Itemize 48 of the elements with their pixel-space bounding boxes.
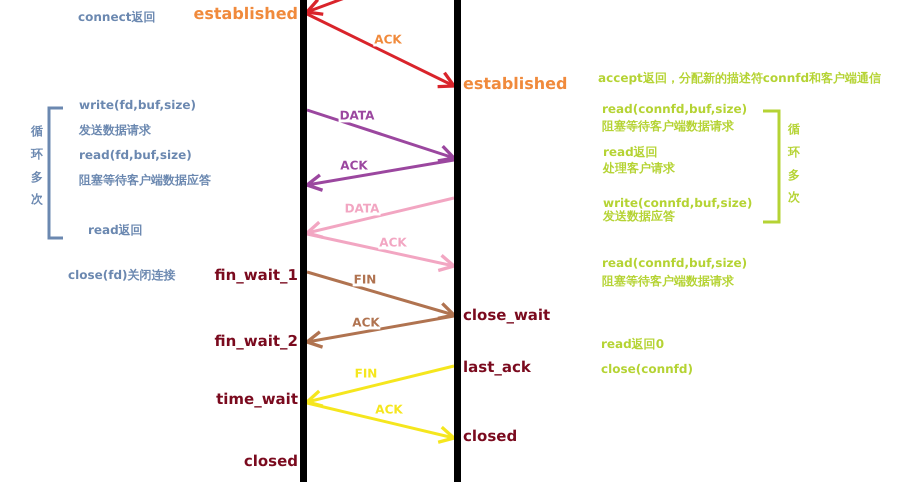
arrow (306, 12, 456, 88)
annotation: write(fd,buf,size) (79, 99, 196, 112)
edge-label: DATA (344, 202, 380, 216)
state-label: closed (244, 453, 298, 470)
annotation: read(connfd,buf,size) (602, 257, 748, 270)
state-label: closed (463, 428, 518, 444)
annotation: read返回0 (601, 338, 664, 352)
annotation: read返回 (88, 224, 143, 238)
annotation: read(fd,buf,size) (79, 149, 192, 162)
state-label: last_ack (463, 359, 531, 376)
annotation: 发送数据应答 (603, 210, 675, 224)
annotation: 阻塞等待客户端数据请求 (602, 120, 734, 134)
state-label: fin_wait_2 (214, 333, 298, 350)
timeline-bar (454, 0, 461, 482)
state-label: time_wait (216, 391, 298, 408)
state-label: established (463, 75, 568, 93)
annotation: read(connfd,buf,size) (602, 103, 748, 116)
state-label: fin_wait_1 (214, 267, 298, 284)
edge-label: ACK (374, 403, 404, 417)
annotation: 阻塞等待客户端数据请求 (602, 275, 734, 288)
annotation: read返回 (603, 146, 658, 160)
arrow (306, 270, 456, 320)
annotation: 发送数据请求 (79, 124, 151, 138)
bracket-note: 循环多次 (31, 123, 43, 208)
edge-label: ACK (351, 316, 381, 330)
arrow (305, 364, 454, 408)
annotation: close(connfd) (601, 363, 693, 376)
arrow (305, 314, 454, 349)
state-label: close_wait (463, 307, 550, 324)
annotation: write(connfd,buf,size) (603, 197, 752, 210)
state-label: established (194, 5, 298, 23)
edge-label: ACK (339, 159, 369, 173)
arrow (306, 108, 456, 163)
edge-label: ACK (378, 236, 408, 250)
edge-label: DATA (338, 109, 376, 123)
annotation: 处理客户请求 (603, 162, 675, 176)
timeline-bar (300, 0, 307, 482)
edge-label: FIN (352, 273, 378, 287)
annotation: accept返回，分配新的描述符connfd和客户端通信 (598, 72, 882, 86)
arrow (305, 196, 454, 239)
annotation: connect返回 (78, 11, 156, 24)
arrow (305, 158, 454, 192)
arrow (306, 232, 456, 272)
annotation: 阻塞等待客户端数据应答 (79, 174, 211, 188)
bracket-note: 循环多次 (788, 121, 800, 206)
arrow (306, 402, 456, 444)
annotation: close(fd)关闭连接 (68, 269, 176, 282)
edge-label: ACK (373, 33, 403, 47)
